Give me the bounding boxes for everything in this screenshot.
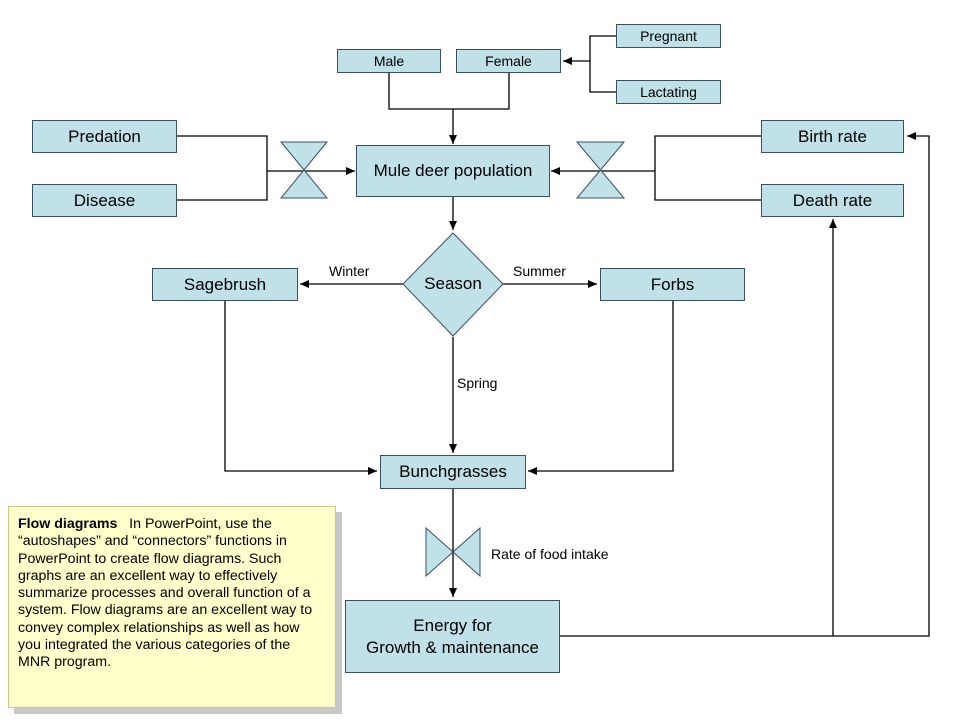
food-intake-label: Rate of food intake [491, 546, 609, 562]
winter-label: Winter [329, 263, 370, 279]
sagebrush-connector [224, 300, 377, 475]
death-rate-node: Death rate [761, 184, 904, 217]
sagebrush-node: Sagebrush [152, 268, 298, 301]
disease-node: Disease [32, 184, 177, 217]
season-decision-diamond [402, 232, 504, 337]
energy-feedback-connector [560, 132, 930, 637]
mule-deer-population-node: Mule deer population [356, 145, 550, 197]
predation-connector [176, 135, 268, 171]
energy-node-line2: Growth & maintenance [366, 637, 539, 657]
birth-rate-connector [654, 135, 761, 171]
mortality-rate-valve-icon [279, 141, 329, 199]
recruitment-rate-valve-icon [575, 141, 626, 199]
female-node: Female [456, 49, 561, 73]
season-label: Season [424, 274, 482, 293]
bunchgrasses-node: Bunchgrasses [380, 455, 526, 489]
lactating-node: Lactating [616, 80, 721, 104]
lactating-connector [589, 61, 616, 93]
death-rate-connector [654, 171, 761, 201]
spring-label: Spring [457, 375, 498, 391]
energy-node-line1: Energy for [413, 615, 492, 635]
forbs-node: Forbs [600, 268, 745, 301]
female-connector [453, 72, 510, 110]
note-body: In PowerPoint, use the “autoshapes” and … [18, 516, 313, 671]
disease-connector [176, 171, 268, 201]
note-title: Flow diagrams [18, 516, 118, 532]
male-connector [388, 72, 453, 110]
flow-diagram-note: Flow diagrams In PowerPoint, use the “au… [8, 506, 336, 708]
forbs-connector [528, 300, 674, 475]
birth-rate-node: Birth rate [761, 120, 904, 153]
pregnant-node: Pregnant [616, 24, 721, 48]
predation-node: Predation [32, 120, 177, 153]
food-intake-valve-icon [425, 526, 481, 578]
male-node: Male [337, 49, 441, 73]
energy-node: Energy for Growth & maintenance [345, 600, 560, 673]
pregnant-connector [589, 35, 616, 61]
summer-label: Summer [513, 263, 566, 279]
